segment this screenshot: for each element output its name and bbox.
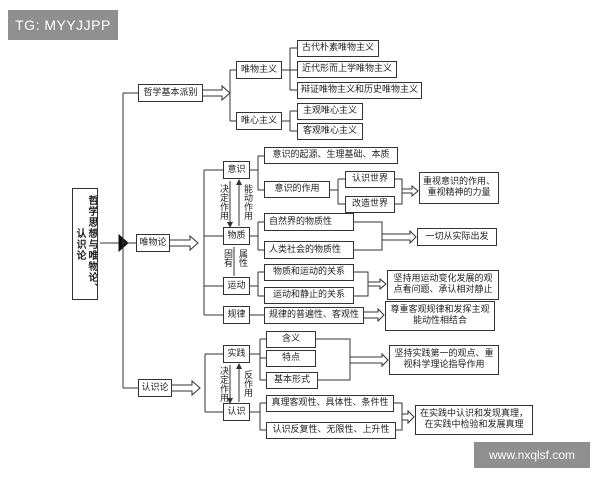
label-decides-cognition: 决定作用: [218, 366, 228, 402]
node-truth-traits: 真理客观性、具体性、条件性: [266, 395, 394, 412]
note-start-from-reality: 一切从实际出发: [417, 228, 497, 246]
node-natural-materiality: 自然界的物质性: [264, 213, 354, 231]
node-materialism-theory: 唯物论: [136, 234, 170, 252]
node-social-materiality: 人类社会的物质性: [264, 241, 354, 259]
root-topic: 哲学思想与唯物论、认识论: [72, 188, 98, 300]
label-attribute: 属性: [237, 249, 247, 267]
node-epistemology: 认识论: [138, 379, 172, 397]
node-motion-stillness-relation: 运动和静止的关系: [264, 287, 354, 304]
node-materialism: 唯物主义: [236, 61, 282, 79]
node-idealism: 唯心主义: [236, 112, 282, 130]
node-change-world: 改造世界: [345, 196, 395, 213]
node-matter: 物质: [223, 227, 250, 245]
label-decides-matter: 决定作用: [218, 184, 228, 220]
node-consciousness-origin: 意识的起源、生理基础、本质: [264, 147, 398, 164]
node-consciousness: 意识: [223, 161, 250, 179]
label-inherent: 固有: [222, 249, 232, 267]
node-metaphysical-materialism: 近代形而上学唯物主义: [297, 61, 397, 78]
note-development-view: 坚持用运动变化发展的观点看问题、承认相对静止: [387, 270, 499, 300]
channel-badge: TG: MYYJJPP: [8, 10, 118, 40]
node-motion: 运动: [223, 277, 250, 295]
node-cognition-traits: 认识反复性、无限性、上升性: [266, 422, 396, 439]
node-ancient-materialism: 古代朴素唯物主义: [297, 40, 379, 57]
node-practice-forms: 基本形式: [266, 372, 318, 389]
site-watermark: www.nxqlsf.com: [474, 442, 590, 468]
node-practice-meaning: 含义: [266, 331, 316, 348]
node-practice: 实践: [223, 345, 250, 363]
node-dialectical-materialism: 辩证唯物主义和历史唯物主义: [297, 82, 422, 99]
node-cognition: 认识: [223, 403, 250, 421]
note-value-consciousness: 重视意识的作用、重视精神的力量: [419, 172, 499, 204]
label-reacts-consciousness: 能动作用: [242, 184, 252, 220]
node-subjective-idealism: 主观唯心主义: [297, 103, 363, 120]
node-law: 规律: [223, 306, 250, 324]
label-reacts-practice: 反作用: [242, 370, 252, 397]
node-know-world: 认识世界: [345, 171, 395, 188]
note-practice-first: 坚持实践第一的观点、重视科学理论指导作用: [389, 345, 499, 375]
node-practice-features: 特点: [266, 350, 316, 367]
note-respect-laws: 尊重客观规律和发挥主观能动性相结合: [385, 301, 495, 331]
node-schools: 哲学基本派别: [138, 84, 203, 102]
node-objective-idealism: 客观唯心主义: [297, 123, 363, 140]
note-truth-in-practice: 在实践中认识和发现真理，在实践中检验和发展真理: [415, 405, 533, 435]
node-law-traits: 规律的普遍性、客观性: [264, 307, 364, 324]
node-consciousness-effect: 意识的作用: [264, 181, 330, 198]
node-matter-motion-relation: 物质和运动的关系: [264, 264, 354, 281]
